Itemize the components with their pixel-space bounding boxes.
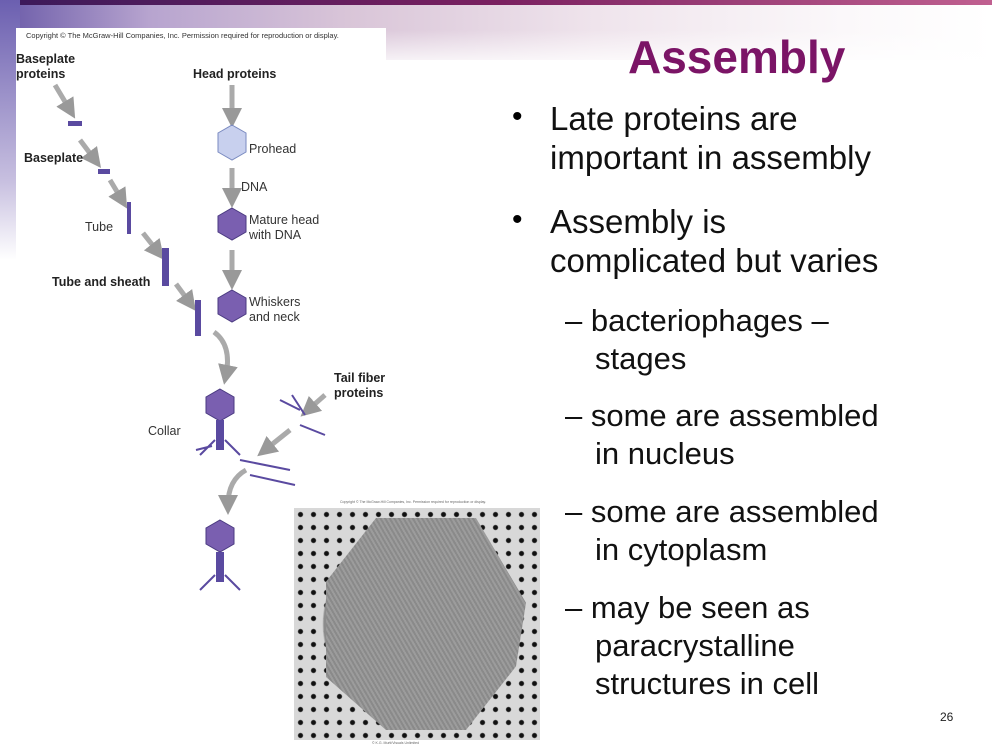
label-line: proteins <box>334 386 384 400</box>
label-line: with DNA <box>249 228 302 242</box>
label-line: Mature head <box>249 213 320 227</box>
figure-copyright: Copyright © The McGraw-Hill Companies, I… <box>26 31 339 40</box>
slide-left-band <box>0 0 20 260</box>
sub-line: – some are assembled <box>565 398 879 433</box>
sub-line: – some are assembled <box>565 494 879 529</box>
label-line: Baseplate <box>16 52 76 66</box>
label-line: Tail fiber <box>334 371 386 385</box>
bullet-line: Late proteins are <box>550 100 798 137</box>
page-number: 26 <box>940 710 954 724</box>
phage-assembly-diagram <box>52 83 327 591</box>
bullet-icon: • <box>512 203 523 236</box>
label-prohead: Prohead <box>249 142 297 156</box>
sub-line: stages <box>595 341 687 376</box>
micrograph-copyright: Copyright © The McGraw-Hill Companies, I… <box>340 500 487 504</box>
sub-line: in nucleus <box>595 436 735 471</box>
micrograph-credit: © K.G. Murti/Visuals Unlimited <box>372 741 420 745</box>
phage-stages <box>68 121 326 591</box>
sub-line: structures in cell <box>595 666 819 701</box>
label-head-proteins: Head proteins <box>193 67 277 81</box>
bullet-line: Assembly is <box>550 203 727 240</box>
label-tube-sheath: Tube and sheath <box>52 275 151 289</box>
label-collar: Collar <box>148 424 181 438</box>
label-dna: DNA <box>241 180 268 194</box>
sub-line: in cytoplasm <box>595 532 768 567</box>
sub-bullet-1: – bacteriophages –stages <box>565 302 829 378</box>
label-line: and neck <box>249 310 300 324</box>
bullet-line: complicated but varies <box>550 242 879 279</box>
sub-line: – may be seen as <box>565 590 810 625</box>
bullet-line: important in assembly <box>550 139 871 176</box>
label-line: Whiskers <box>249 295 301 309</box>
arrows <box>52 83 327 515</box>
slide-title: Assembly <box>628 31 846 83</box>
paracrystalline-array <box>326 518 526 730</box>
bullet-icon: • <box>512 100 523 133</box>
sub-line: paracrystalline <box>595 628 795 663</box>
label-baseplate: Baseplate <box>24 151 84 165</box>
label-tube: Tube <box>85 220 114 234</box>
sub-line: – bacteriophages – <box>565 303 829 338</box>
label-line: proteins <box>16 67 66 81</box>
